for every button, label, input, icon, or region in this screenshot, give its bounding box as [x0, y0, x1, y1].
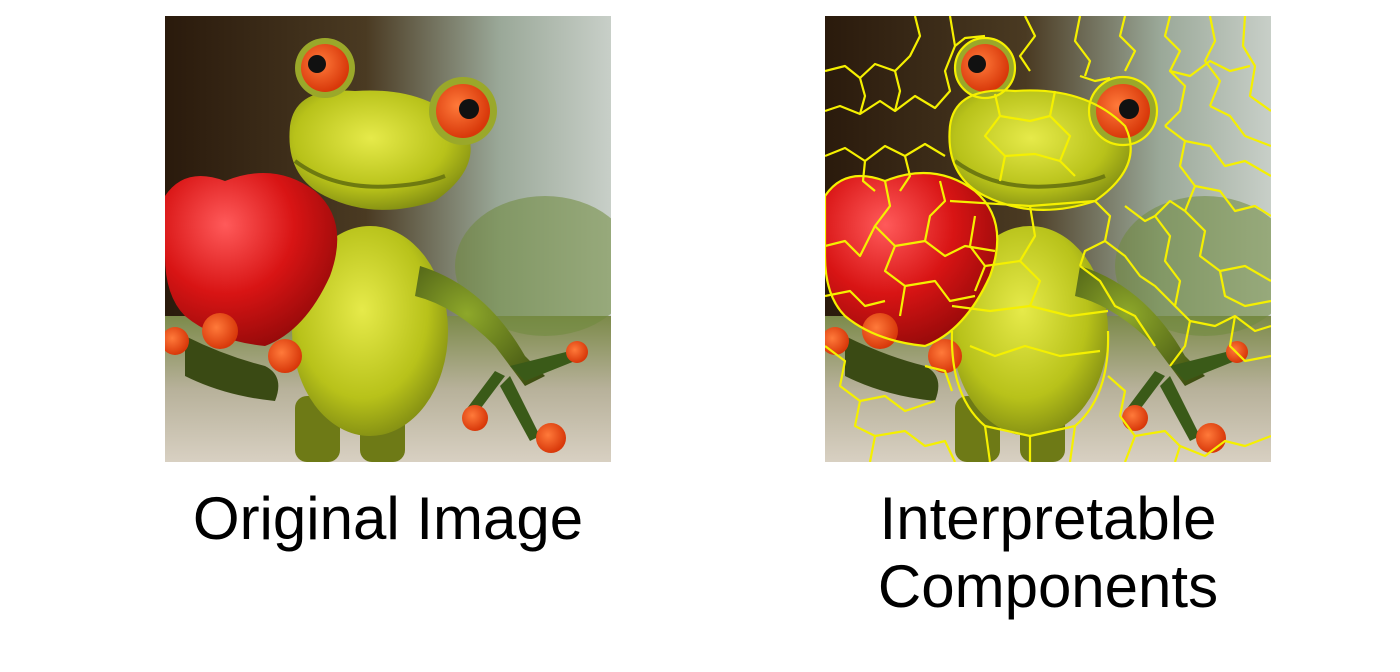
original-image-panel: [165, 16, 611, 462]
original-image-caption: Original Image: [192, 485, 584, 552]
frog-figurine-image: [165, 16, 611, 462]
interpretable-components-caption: Interpretable Components: [760, 485, 1336, 621]
caption-line-2: Components: [877, 553, 1219, 620]
superpixel-boundaries: [825, 16, 1271, 462]
superpixel-segmented-image: [825, 16, 1271, 462]
caption-line-1: Interpretable: [879, 485, 1217, 552]
interpretable-components-panel: [825, 16, 1271, 462]
